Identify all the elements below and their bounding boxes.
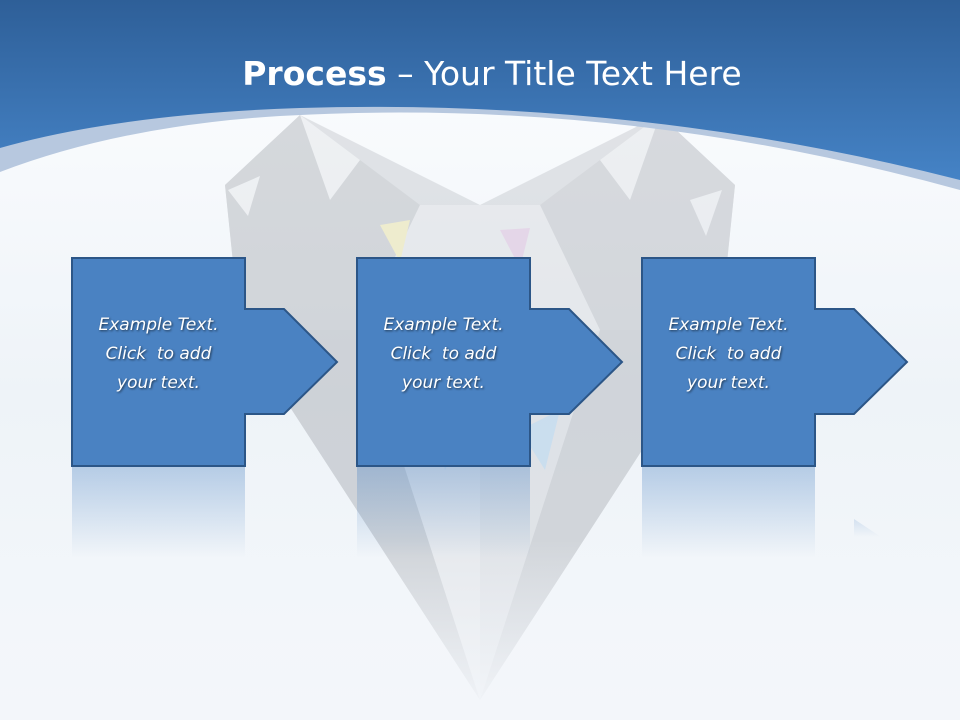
header-blue-band [0, 0, 960, 180]
step-3-line-1: Example Text. [668, 315, 789, 335]
process-step-2[interactable]: Example Text. Click to add your text. [356, 257, 624, 467]
step-3-line-2: Click to add [675, 344, 782, 364]
step-1-line-3: your text. [117, 373, 200, 393]
step-2-arrow-shape [356, 257, 624, 467]
slide-title[interactable]: Process – Your Title Text Here [0, 52, 960, 96]
step-3-reflection [642, 467, 881, 557]
step-1-reflection [72, 467, 245, 557]
step-3-line-3: your text. [687, 373, 770, 393]
step-1-text[interactable]: Example Text. Click to add your text. [72, 311, 245, 398]
title-rest-text: – Your Title Text Here [386, 54, 742, 93]
process-step-3[interactable]: Example Text. Click to add your text. [641, 257, 909, 467]
step-2-line-3: your text. [402, 373, 485, 393]
step-2-reflection [357, 467, 530, 557]
step-2-line-1: Example Text. [383, 315, 504, 335]
step-1-line-2: Click to add [105, 344, 212, 364]
step-3-text[interactable]: Example Text. Click to add your text. [642, 311, 815, 398]
step-2-text[interactable]: Example Text. Click to add your text. [357, 311, 530, 398]
step-1-arrow-shape [71, 257, 339, 467]
step-1-line-1: Example Text. [98, 315, 219, 335]
title-bold-text: Process [242, 54, 387, 93]
process-step-1[interactable]: Example Text. Click to add your text. [71, 257, 339, 467]
step-2-line-2: Click to add [390, 344, 497, 364]
step-3-arrow-shape [641, 257, 909, 467]
